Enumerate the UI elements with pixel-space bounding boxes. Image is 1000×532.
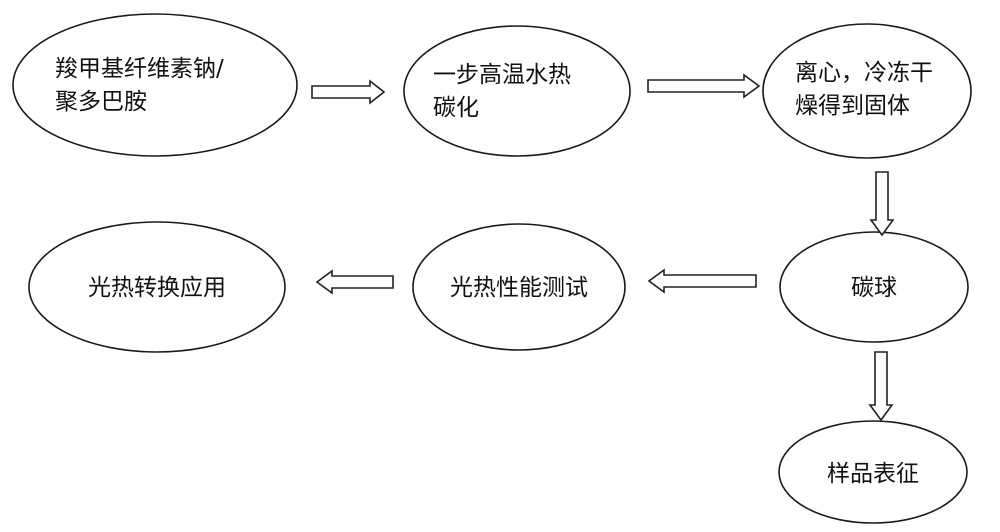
arrow-left xyxy=(647,268,757,294)
node-photothermal-app: 光热转换应用 xyxy=(28,221,286,353)
node-label-line: 光热转换应用 xyxy=(88,275,226,301)
node-centrifuge: 离心，冷冻干 燥得到固体 xyxy=(762,23,972,159)
node-label-line: 光热性能测试 xyxy=(450,275,588,301)
node-label-line: 离心，冷冻干 xyxy=(795,60,933,86)
node-label-line: 一步高温水热 xyxy=(433,62,571,88)
arrow-right xyxy=(311,79,386,105)
arrow-down xyxy=(869,171,895,237)
node-cmc-pda: 羧甲基纤维素钠/ 聚多巴胺 xyxy=(12,13,298,157)
node-carbon-sphere: 碳球 xyxy=(779,231,969,343)
node-photothermal-test: 光热性能测试 xyxy=(412,223,626,351)
node-hydrothermal: 一步高温水热 碳化 xyxy=(403,25,631,157)
node-label-line: 聚多巴胺 xyxy=(55,89,147,115)
arrow-down xyxy=(868,351,894,422)
node-label-line: 碳球 xyxy=(851,275,897,301)
node-characterization: 样品表征 xyxy=(778,420,968,524)
arrow-right xyxy=(647,73,761,99)
node-label-line: 燥得到固体 xyxy=(795,93,910,119)
node-label-line: 羧甲基纤维素钠/ xyxy=(55,56,224,82)
arrow-left xyxy=(315,269,394,295)
node-label-line: 样品表征 xyxy=(827,461,919,487)
node-label-line: 碳化 xyxy=(433,95,479,121)
